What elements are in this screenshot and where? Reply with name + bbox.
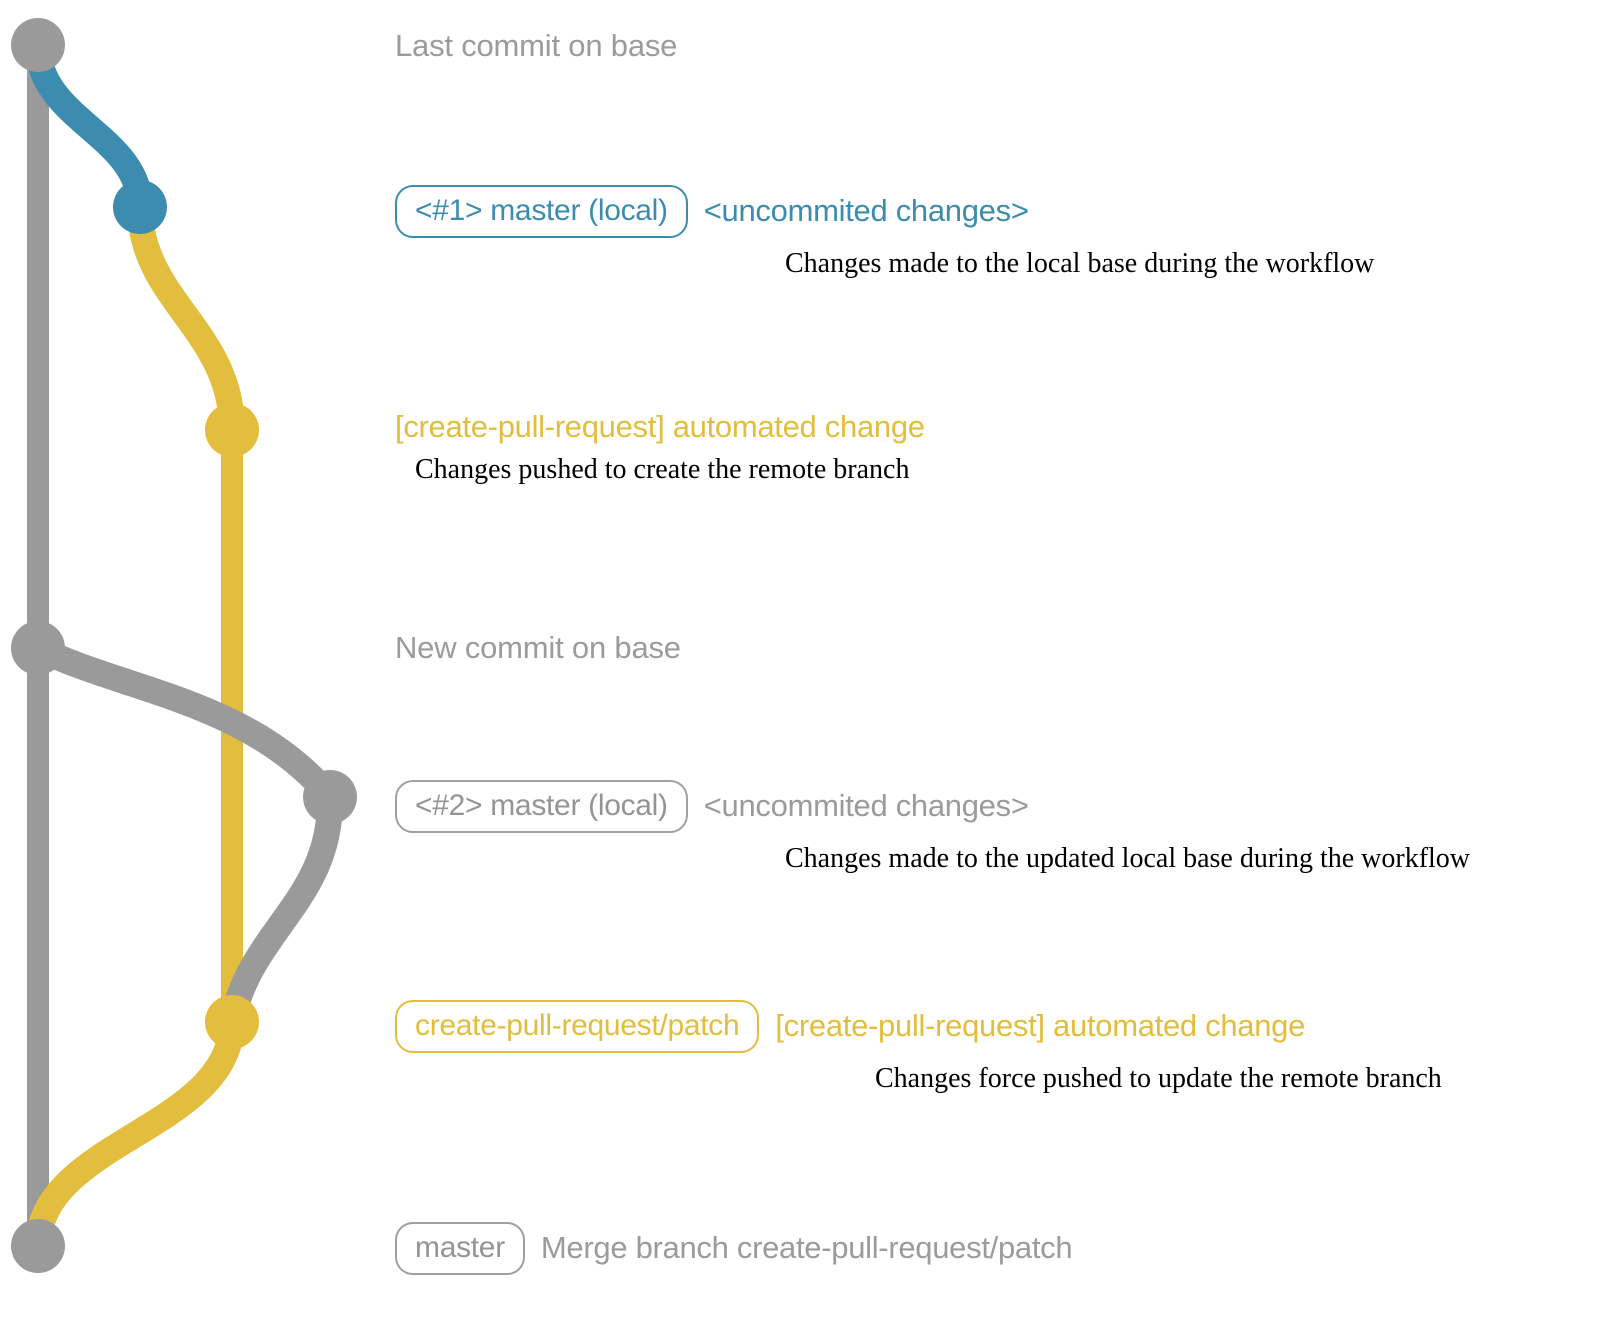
edge-local2-to-patch2 [219,784,344,1035]
commit-subject: <uncommited changes> [703,193,1029,229]
row-new-commit-on-base: New commit on base [395,630,681,666]
new-commit-on-base-node[interactable] [11,621,65,675]
edge-local1-to-patch1 [127,194,245,443]
commit-subject: Last commit on base [395,28,678,63]
branch-badge-create-pull-request-patch[interactable]: create-pull-request/patch [395,1000,760,1053]
merge-commit-node[interactable] [11,1219,65,1273]
automated-change-1-node[interactable] [205,403,259,457]
last-commit-on-base-node[interactable] [11,18,65,72]
local-master-1-node[interactable] [113,180,167,234]
edge-base-to-local2 [25,635,343,810]
branch-badge-master[interactable]: master [395,1222,525,1275]
branch-badge-local-master-2[interactable]: <#2> master (local) [395,780,688,833]
commit-subject: [create-pull-request] automated change [775,1008,1306,1044]
row-local-master-1: <#1> master (local) <uncommited changes>… [395,185,1374,280]
git-graph [11,18,357,1273]
commit-subject: New commit on base [395,630,681,665]
row-local-master-2: <#2> master (local) <uncommited changes>… [395,780,1470,875]
row-last-commit-on-base: Last commit on base [395,28,677,64]
automated-change-2-node[interactable] [205,995,259,1049]
commit-description: Changes made to the updated local base d… [785,843,1471,874]
local-master-2-node[interactable] [303,770,357,824]
row-automated-change-1: [create-pull-request] automated change C… [395,409,925,486]
row-automated-change-2: create-pull-request/patch [create-pull-r… [395,1000,1442,1095]
branch-badge-local-master-1[interactable]: <#1> master (local) [395,185,688,238]
commit-description: Changes made to the local base during th… [785,248,1375,279]
commit-subject: [create-pull-request] automated change [395,409,925,444]
edge-patch2-to-merge [25,1009,245,1259]
row-merge-commit: master Merge branch create-pull-request/… [395,1222,1073,1275]
commit-subject: Merge branch create-pull-request/patch [540,1230,1073,1266]
commit-description: Changes pushed to create the remote bran… [415,454,910,486]
commit-subject: <uncommited changes> [703,788,1029,824]
commit-description: Changes force pushed to update the remot… [875,1063,1442,1094]
